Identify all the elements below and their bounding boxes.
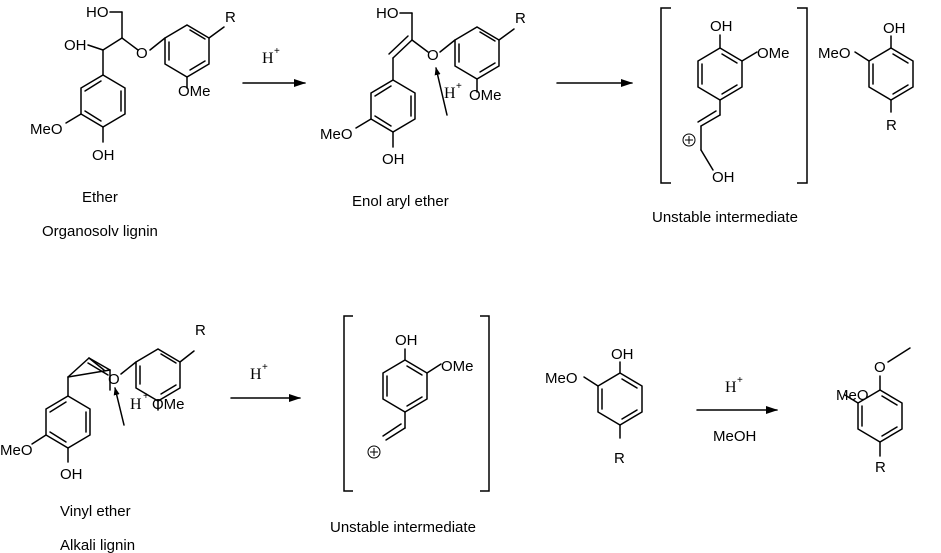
atom-label-meo: MeO: [0, 442, 33, 459]
atom-label-oh: OH: [395, 332, 418, 349]
positive-charge: [367, 445, 381, 459]
top-intermediate-bracket: [660, 7, 808, 184]
atom-label-r: R: [614, 450, 625, 467]
atom-label-ome: OMe: [152, 396, 185, 413]
atom-label-ho-chain: HO: [376, 5, 399, 22]
ether-molecule: HO O OH MeO OH R OMe: [30, 4, 236, 164]
atom-label-ome: OMe: [178, 83, 211, 100]
atom-label-ome: OMe: [757, 45, 790, 62]
svg-text:+: +: [262, 362, 268, 373]
caption-vinyl-ether: Vinyl ether: [60, 503, 131, 520]
svg-text:H: H: [262, 50, 274, 67]
caption-enol-aryl-ether: Enol aryl ether: [352, 193, 449, 210]
bottom-methylated-product: O MeO R: [836, 347, 911, 476]
atom-label-ether-oxygen: O: [136, 45, 148, 62]
atom-label-r: R: [515, 10, 526, 27]
atom-label-meo: MeO: [545, 370, 578, 387]
atom-label-oh: OH: [611, 346, 634, 363]
proton-label: H: [130, 396, 142, 413]
atom-label-oh-lower: OH: [92, 147, 115, 164]
caption-organosolv-lignin: Organosolv lignin: [42, 223, 158, 240]
caption-unstable-intermediate-bottom: Unstable intermediate: [330, 519, 476, 536]
svg-text:H: H: [725, 379, 737, 396]
reaction-arrow-methylation: H + MeOH: [696, 375, 778, 445]
atom-label-oh: OH: [883, 20, 906, 37]
atom-label-oh: OH: [710, 18, 733, 35]
proton-label: H: [444, 85, 456, 102]
atom-label-ome: OMe: [441, 358, 474, 375]
atom-label-meo: MeO: [320, 126, 353, 143]
caption-ether: Ether: [82, 189, 118, 206]
atom-label-oh: OH: [60, 466, 83, 483]
vinyl-ether-molecule: O MeO OH R OMe H +: [0, 322, 206, 483]
top-cation-intermediate: OH OMe OH: [682, 18, 790, 186]
atom-label-meo: MeO: [836, 387, 869, 404]
atom-label-r: R: [225, 9, 236, 26]
atom-label-ho-chain: HO: [86, 4, 109, 21]
enol-aryl-ether-molecule: HO O MeO OH R OMe H +: [320, 5, 526, 168]
top-guaiacol-product: OH MeO R: [818, 20, 914, 134]
atom-label-oh: OH: [382, 151, 405, 168]
svg-text:+: +: [456, 81, 462, 92]
positive-charge: [682, 133, 696, 147]
atom-label-r: R: [886, 117, 897, 134]
svg-text:+: +: [737, 375, 743, 386]
bottom-cation-intermediate: OH OMe: [367, 332, 474, 459]
svg-text:+: +: [143, 391, 149, 402]
bottom-guaiacol: OH MeO R: [545, 346, 643, 467]
atom-label-ether-oxygen: O: [427, 47, 439, 64]
svg-text:H: H: [250, 366, 262, 383]
atom-label-meo-lower: MeO: [30, 121, 63, 138]
atom-label-r: R: [195, 322, 206, 339]
atom-label-meo: MeO: [818, 45, 851, 62]
atom-label-ome: OMe: [469, 87, 502, 104]
atom-label-ether-oxygen: O: [108, 371, 120, 388]
reagent-meoh: MeOH: [713, 428, 756, 445]
atom-label-r: R: [875, 459, 886, 476]
bottom-intermediate-bracket: [343, 315, 490, 492]
caption-unstable-intermediate-top: Unstable intermediate: [652, 209, 798, 226]
svg-text:+: +: [274, 46, 280, 57]
reaction-arrow-acid-1: H +: [242, 46, 306, 87]
atom-label-ether-oxygen: O: [874, 359, 886, 376]
atom-label-alpha-oh: OH: [64, 37, 87, 54]
reaction-arrow-acid-3: H +: [230, 362, 301, 402]
atom-label-oh-chain: OH: [712, 169, 735, 186]
caption-alkali-lignin: Alkali lignin: [60, 537, 135, 553]
